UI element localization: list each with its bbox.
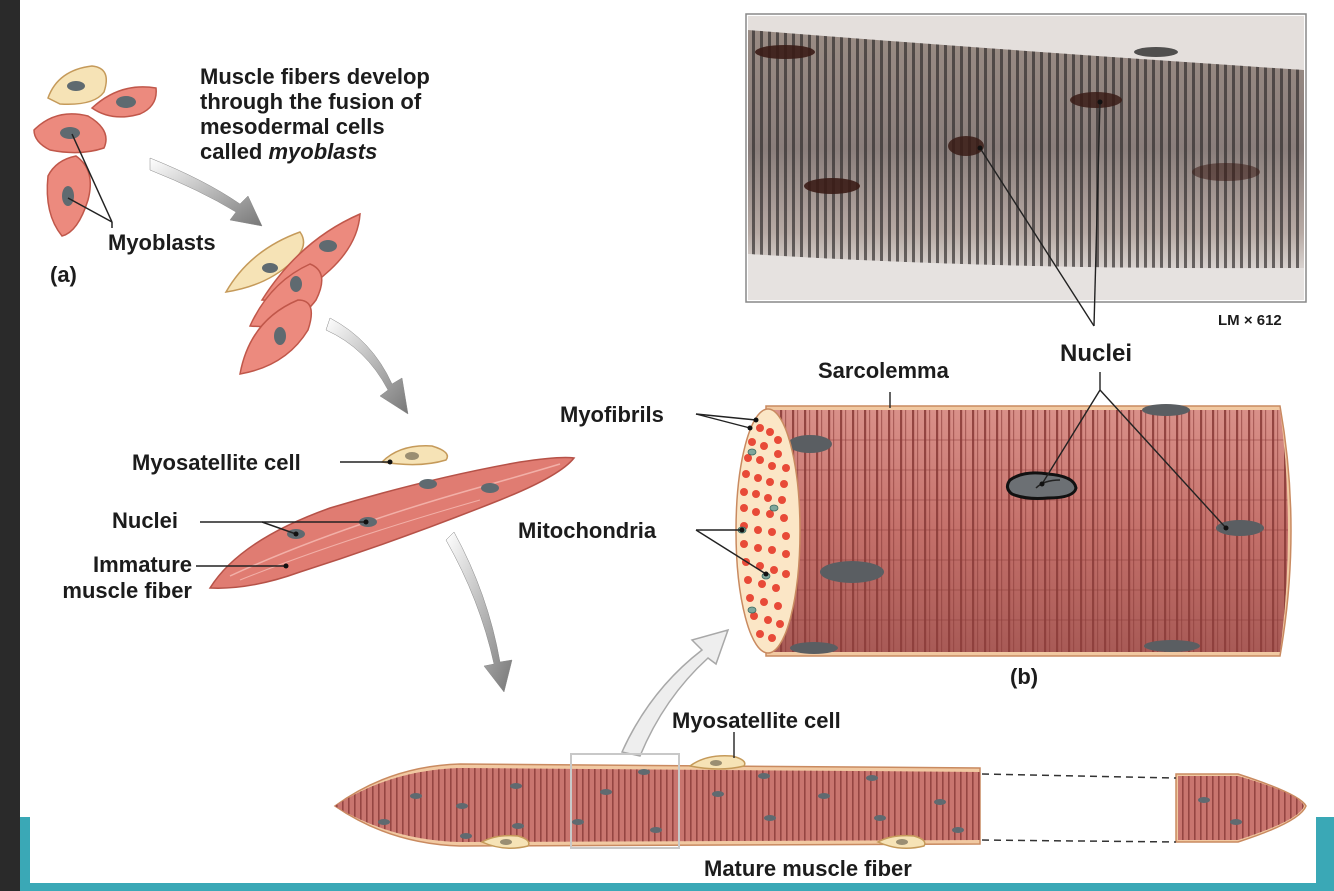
- label-immature-line-1: Immature: [92, 552, 192, 577]
- label-panel-b: (b): [1010, 664, 1039, 689]
- label-sarcolemma: Sarcolemma: [818, 358, 949, 383]
- label-nuclei-left: Nuclei: [112, 508, 179, 533]
- intro-line-4-prefix: called: [200, 139, 269, 164]
- development-arrow-2: [325, 317, 409, 415]
- label-myosatellite-cell-bottom: Myosatellite cell: [672, 708, 841, 733]
- teal-frame-bottom: [20, 883, 1334, 891]
- leader-dots: [283, 99, 1229, 577]
- light-micrograph: [745, 13, 1307, 303]
- enlarge-arrow: [620, 628, 730, 757]
- label-mature-muscle-fiber: Mature muscle fiber: [704, 856, 912, 881]
- intro-line-3: mesodermal cells: [200, 114, 385, 139]
- panel-b-leader-lines: [695, 101, 1227, 758]
- muscle-fiber-cross-section: [735, 404, 1292, 657]
- label-myoblasts: Myoblasts: [108, 230, 216, 255]
- label-immature-line-2: muscle fiber: [62, 578, 192, 603]
- mature-muscle-fiber: [333, 753, 1307, 849]
- intro-text: Muscle fibers develop through the fusion…: [200, 64, 430, 164]
- teal-frame-left: [20, 817, 30, 891]
- fusing-myoblasts: [224, 212, 361, 375]
- intro-line-4: called myoblasts: [200, 139, 430, 164]
- myoblasts-leader-lines: [67, 133, 113, 228]
- intro-line-2: through the fusion of: [200, 89, 422, 114]
- label-mitochondria: Mitochondria: [518, 518, 657, 543]
- label-myofibrils: Myofibrils: [560, 402, 664, 427]
- immature-muscle-fiber: [208, 445, 576, 589]
- myoblast-cluster: [33, 65, 157, 237]
- teal-frame-right: [1316, 817, 1334, 891]
- development-arrow-3: [445, 531, 513, 693]
- immature-leader-lines: [196, 461, 390, 567]
- intro-line-1: Muscle fibers develop: [200, 64, 430, 89]
- development-arrow-1: [149, 157, 263, 227]
- left-dark-edge: [0, 0, 20, 891]
- label-myosatellite-cell-top: Myosatellite cell: [132, 450, 301, 475]
- label-panel-a: (a): [50, 262, 77, 287]
- intro-line-4-emphasis: myoblasts: [268, 139, 378, 164]
- label-nuclei-right: Nuclei: [1060, 340, 1133, 367]
- label-magnification: LM × 612: [1218, 312, 1282, 329]
- label-immature-muscle-fiber: Immature muscle fiber: [40, 552, 192, 604]
